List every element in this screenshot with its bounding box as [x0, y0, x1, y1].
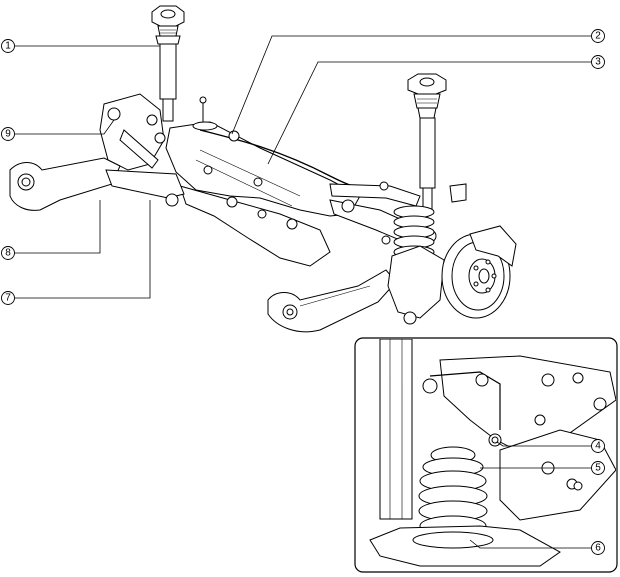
- leader-4: [496, 441, 592, 447]
- rear-crossmember: [165, 121, 373, 267]
- rear-suspension-assembly: [9, 5, 517, 333]
- stabilizer-links: [192, 96, 467, 245]
- svg-text:2: 2: [595, 31, 601, 42]
- leader-2: [231, 35, 592, 135]
- svg-text:8: 8: [5, 248, 11, 259]
- callout-badge-4: 4: [591, 439, 605, 453]
- svg-text:5: 5: [595, 463, 601, 474]
- callout-badge-3: 3: [591, 55, 605, 69]
- right-lower-arm: [267, 269, 397, 333]
- svg-text:9: 9: [5, 129, 11, 140]
- right-shock-absorber: [407, 73, 447, 211]
- callout-badge-7: 7: [1, 291, 15, 305]
- callout-badge-2: 2: [591, 29, 605, 43]
- leader-9: [14, 119, 115, 135]
- callout-badge-1: 1: [1, 39, 15, 53]
- leader-7: [14, 200, 151, 299]
- svg-text:6: 6: [595, 543, 601, 554]
- callout-badge-9: 9: [1, 127, 15, 141]
- leader-3: [267, 61, 592, 165]
- callout-badge-5: 5: [591, 461, 605, 475]
- inset-detail-view: [354, 337, 618, 573]
- svg-text:7: 7: [5, 293, 11, 304]
- leader-8: [14, 200, 101, 254]
- callout-badge-6: 6: [591, 541, 605, 555]
- svg-text:4: 4: [595, 441, 601, 452]
- left-knuckle-assembly: [99, 93, 166, 171]
- left-lower-arm: [9, 157, 185, 211]
- right-knuckle-brake-disc: [387, 225, 517, 325]
- callout-leaders: [14, 35, 592, 549]
- leader-6: [469, 539, 592, 549]
- svg-text:3: 3: [595, 57, 601, 68]
- svg-text:1: 1: [5, 41, 11, 52]
- left-shock-absorber: [151, 5, 185, 122]
- callout-badge-8: 8: [1, 246, 15, 260]
